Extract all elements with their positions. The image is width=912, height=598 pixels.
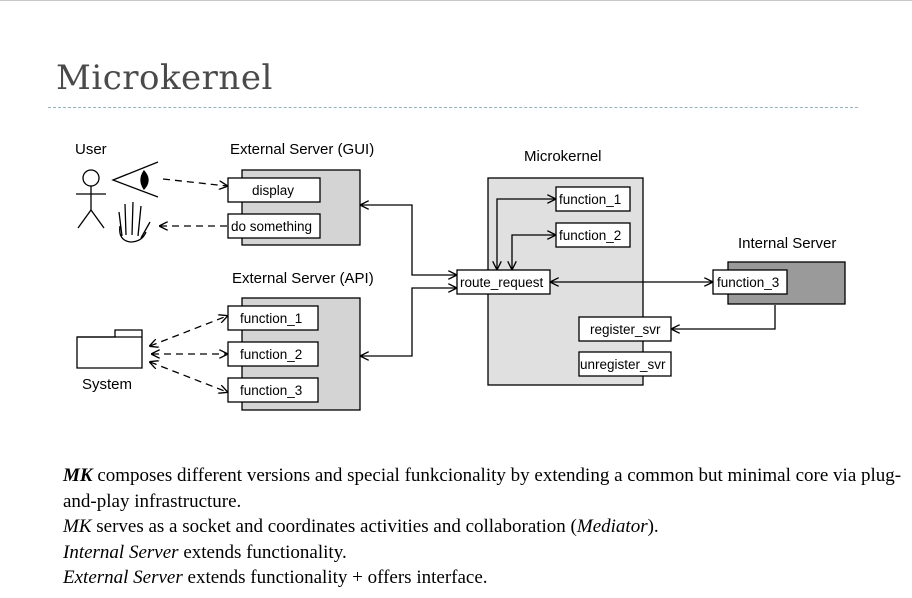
mk-function-1-box bbox=[555, 186, 631, 212]
description-line-4: External Server extends functionality + … bbox=[63, 565, 903, 591]
title-separator bbox=[48, 107, 858, 108]
ext-gui-do-something-label: do something bbox=[231, 219, 312, 234]
internal-register-connector bbox=[672, 305, 776, 329]
microkernel-diagram: User System External Server (GUI) displa… bbox=[75, 141, 846, 411]
internal-server-title: Internal Server bbox=[738, 235, 836, 252]
external-server-emphasis: External Server bbox=[63, 567, 183, 588]
ext-api-function-3-label: function_3 bbox=[240, 383, 302, 398]
ext-gui-display-box bbox=[227, 177, 321, 203]
system-folder-icon bbox=[76, 329, 143, 369]
eye-icon bbox=[111, 161, 159, 198]
line-1-text: composes different versions and special … bbox=[63, 465, 902, 512]
mk-route-request-box bbox=[456, 269, 551, 295]
api-route-connector bbox=[361, 288, 456, 356]
user-label: User bbox=[75, 141, 107, 158]
mk-unregister-svr-box bbox=[578, 351, 672, 377]
mk-unregister-svr-label: unregister_svr bbox=[580, 357, 666, 372]
mk-function-2-box bbox=[555, 222, 631, 248]
description-text: MK composes different versions and speci… bbox=[63, 463, 903, 591]
internal-server-emphasis: Internal Server bbox=[63, 541, 179, 563]
ext-gui-title: External Server (GUI) bbox=[230, 141, 374, 158]
line-2-text: serves as a socket and coordinates activ… bbox=[91, 516, 577, 537]
mk-register-svr-box bbox=[578, 316, 672, 342]
description-line-3: Internal Server extends functionality. bbox=[63, 540, 903, 566]
ext-api-function-2-label: function_2 bbox=[240, 347, 302, 362]
system-label: System bbox=[82, 376, 132, 393]
slide-title: Microkernel bbox=[56, 58, 273, 98]
ext-api-function-3-box bbox=[227, 377, 319, 403]
internal-function-3-box bbox=[712, 269, 788, 295]
hand-icon bbox=[118, 201, 151, 243]
mk-emphasis: MK bbox=[63, 465, 93, 486]
mk-route-request-label: route_request bbox=[460, 275, 544, 290]
mk-function-1-label: function_1 bbox=[559, 192, 621, 207]
user-stick-figure-icon bbox=[76, 169, 106, 229]
top-border bbox=[0, 0, 912, 1]
system-function-1-arrow bbox=[150, 316, 227, 346]
description-line-2: MK serves as a socket and coordinates ac… bbox=[63, 514, 903, 540]
ext-api-function-2-box bbox=[227, 341, 319, 367]
line-4-text: extends functionality + offers interface… bbox=[182, 567, 488, 588]
system-function-3-arrow bbox=[150, 362, 227, 392]
internal-function-3-label: function_3 bbox=[717, 275, 779, 290]
mk-register-svr-label: register_svr bbox=[590, 322, 661, 337]
ext-api-function-1-label: function_1 bbox=[240, 311, 302, 326]
eye-to-display-arrow bbox=[162, 178, 227, 186]
ext-api-function-1-box bbox=[227, 305, 319, 331]
mk-emphasis: MK bbox=[63, 516, 92, 537]
ext-gui-display-label: display bbox=[252, 183, 294, 198]
line-2-end: ). bbox=[647, 516, 659, 537]
route-function-2-connector bbox=[512, 235, 555, 269]
ext-api-title: External Server (API) bbox=[232, 270, 374, 287]
line-3-text: extends functionality. bbox=[178, 541, 347, 563]
route-function-1-connector bbox=[497, 199, 555, 269]
mk-function-2-label: function_2 bbox=[559, 228, 621, 243]
gui-route-connector bbox=[361, 205, 456, 275]
mediator-emphasis: Mediator bbox=[576, 516, 648, 537]
microkernel-title: Microkernel bbox=[524, 148, 602, 165]
description-line-1: MK composes different versions and speci… bbox=[63, 463, 903, 514]
ext-gui-do-something-box bbox=[227, 213, 321, 239]
